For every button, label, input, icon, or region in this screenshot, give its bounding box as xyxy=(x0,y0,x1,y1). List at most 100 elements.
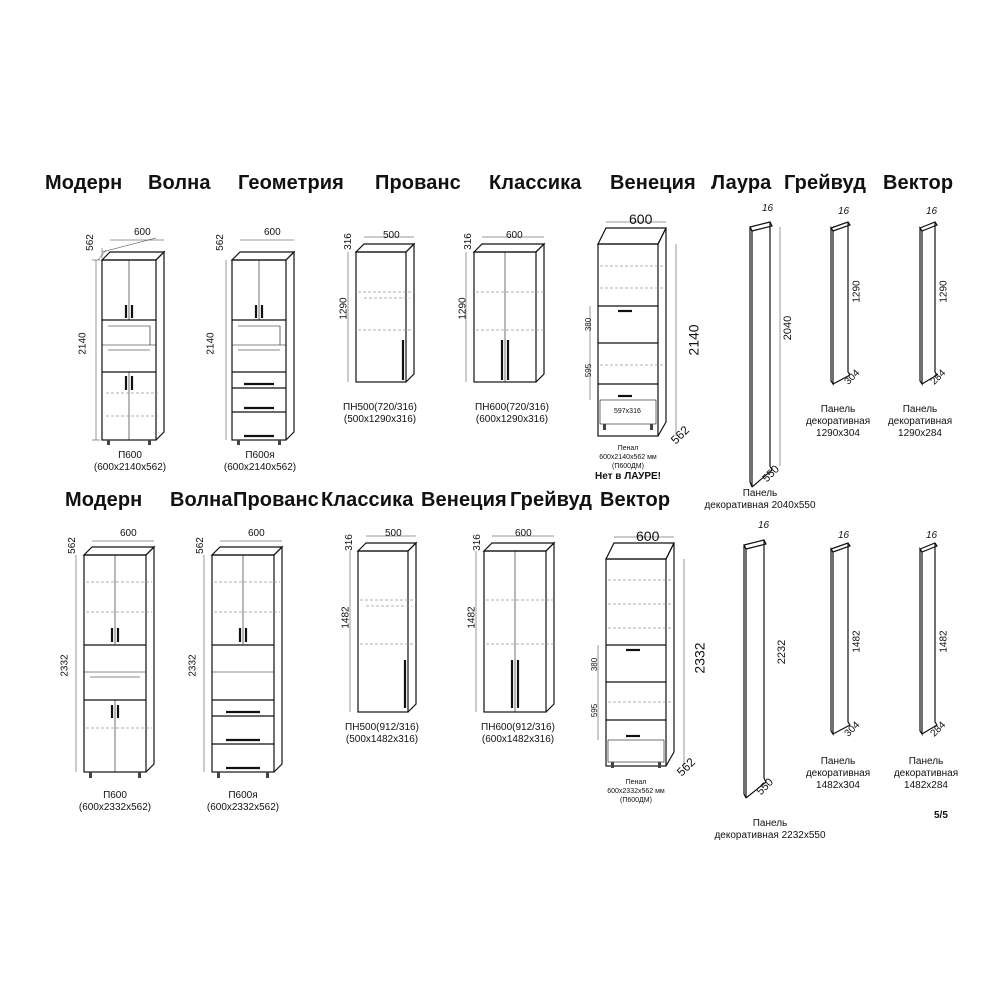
dim-bot-panel-a-h: 1482 xyxy=(851,630,863,653)
label-bot-p600ya: П600я (600х2332х562) xyxy=(198,790,288,814)
dim-bot-p600ya-w: 600 xyxy=(248,528,265,539)
dim-bot-p600-d: 562 xyxy=(66,537,78,554)
dim-bot-panel-tall-t: 16 xyxy=(758,520,770,531)
dim-bot-panel-a-t: 16 xyxy=(838,530,850,541)
bottom-header-modern: Модерн xyxy=(65,489,143,511)
dim-top-p600ya-h: 2140 xyxy=(205,332,217,355)
label-bot-pn600: ПН600(912/316) (600х1482х316) xyxy=(473,722,563,746)
panel-a-top xyxy=(830,221,851,386)
cabinet-pn600-top xyxy=(465,236,546,383)
dim-bot-p600ya-d: 562 xyxy=(194,537,206,554)
panel-a-bottom xyxy=(830,542,851,736)
label-top-p600ya-code: П600я xyxy=(245,450,275,461)
dim-top-penal-d595: 595 xyxy=(584,363,594,378)
dim-bot-panel-b-t: 16 xyxy=(926,530,938,541)
label-bot-penal: Пенал 600х2332х562 мм (П600ДМ) xyxy=(596,778,676,805)
dim-bot-p600ya-h: 2332 xyxy=(187,654,199,677)
dim-top-pn600-h: 1290 xyxy=(457,297,469,320)
dim-top-p600ya-w: 600 xyxy=(264,227,281,238)
dim-bot-pn500-w: 500 xyxy=(385,528,402,539)
label-bot-penal-l3: (П600ДМ) xyxy=(620,797,652,804)
cabinet-pn500-top xyxy=(347,236,416,383)
dim-top-p600-h: 2140 xyxy=(77,332,89,355)
dim-bot-pn600-d: 316 xyxy=(471,534,483,551)
label-top-penal-note: Нет в ЛАУРЕ! xyxy=(594,471,661,482)
dim-top-penal-d380: 380 xyxy=(584,317,594,332)
top-header-provence: Прованс xyxy=(375,172,461,194)
label-bot-p600-code: П600 xyxy=(103,790,127,801)
label-bot-panel-b-l3: 1482х284 xyxy=(904,780,948,791)
dim-bot-panel-tall-h: 2232 xyxy=(776,639,789,665)
dim-top-pn500-h: 1290 xyxy=(338,297,350,320)
penal-top xyxy=(589,221,677,437)
label-top-panel-a-l2: декоративная xyxy=(805,416,871,427)
dim-top-pn600-w: 600 xyxy=(506,230,523,241)
panel-tall-bottom xyxy=(743,539,767,799)
dim-top-panel-a-h: 1290 xyxy=(851,280,863,303)
label-top-panel-a-l1: Панель xyxy=(820,404,856,415)
dim-bot-penal-d380: 380 xyxy=(590,657,600,672)
label-top-panel-tall: Панель декоративная 2040х550 xyxy=(690,488,830,512)
label-bot-p600ya-size: (600х2332х562) xyxy=(206,802,280,813)
label-top-p600-code: П600 xyxy=(118,450,142,461)
cabinet-p600ya-bottom xyxy=(203,540,284,778)
label-bot-panel-tall-l2: декоративная 2232х550 xyxy=(714,830,826,841)
cabinet-pn600-bottom xyxy=(475,535,556,713)
top-header-laura: Лаура xyxy=(711,172,772,194)
label-bot-panel-b: Панель декоративная 1482х284 xyxy=(891,756,961,792)
top-header-modern: Модерн xyxy=(45,172,123,194)
bottom-header-greywood: Грейвуд xyxy=(510,489,593,511)
dim-top-panel-b-t: 16 xyxy=(926,206,938,217)
label-top-penal-l2: 600х2140х562 мм xyxy=(599,454,657,461)
label-top-p600: П600 (600х2140х562) xyxy=(85,450,175,474)
bottom-header-volna: Волна xyxy=(170,489,233,511)
label-bot-panel-a-l1: Панель xyxy=(820,756,856,767)
dim-bot-pn500-h: 1482 xyxy=(340,606,352,629)
label-bot-panel-a-l2: декоративная xyxy=(805,768,871,779)
label-top-penal-l3: (П600ДМ) xyxy=(612,463,644,470)
dim-bot-p600-w: 600 xyxy=(120,528,137,539)
dim-bot-pn600-h: 1482 xyxy=(466,606,478,629)
panel-tall-top xyxy=(749,221,781,488)
dim-bot-p600-h: 2332 xyxy=(59,654,71,677)
dim-top-panel-tall-t: 16 xyxy=(762,203,774,214)
label-bot-pn500: ПН500(912/316) (500х1482х316) xyxy=(337,722,427,746)
dim-top-pn600-d: 316 xyxy=(462,233,474,250)
dim-top-p600ya-d: 562 xyxy=(214,234,226,251)
dim-top-penal-inner: 597х316 xyxy=(614,408,641,415)
page-number: 5/5 xyxy=(934,810,948,821)
cabinet-p600-bottom xyxy=(75,540,156,778)
label-bot-p600-size: (600х2332х562) xyxy=(78,802,152,813)
dim-top-pn500-w: 500 xyxy=(383,230,400,241)
label-top-p600ya-size: (600х2140х562) xyxy=(223,462,297,473)
label-bot-panel-b-l1: Панель xyxy=(908,756,944,767)
bottom-header-vector: Вектор xyxy=(600,489,671,511)
label-top-p600ya: П600я (600х2140х562) xyxy=(215,450,305,474)
label-top-panel-b-l3: 1290х284 xyxy=(898,428,942,439)
label-top-panel-b-l2: декоративная xyxy=(887,416,953,427)
dim-bot-penal-w: 600 xyxy=(636,528,660,544)
label-bot-panel-a: Панель декоративная 1482х304 xyxy=(803,756,873,792)
label-top-panel-b: Панель декоративная 1290х284 xyxy=(885,404,955,440)
dim-top-panel-tall-h: 2040 xyxy=(782,315,795,341)
bottom-header-venice: Венеция xyxy=(421,489,507,511)
top-header-volna: Волна xyxy=(148,172,211,194)
panel-b-bottom xyxy=(919,542,938,736)
label-bot-p600ya-code: П600я xyxy=(228,790,258,801)
label-bot-penal-l1: Пенал xyxy=(625,779,647,786)
top-header-greywood: Грейвуд xyxy=(784,172,867,194)
label-top-p600-size: (600х2140х562) xyxy=(93,462,167,473)
label-bot-panel-a-l3: 1482х304 xyxy=(816,780,860,791)
label-top-pn600-size: (600х1290х316) xyxy=(475,414,549,425)
dim-top-penal-h: 2140 xyxy=(685,324,702,356)
bottom-header-provence: Прованс xyxy=(233,489,319,511)
label-bot-panel-tall: Панель декоративная 2232х550 xyxy=(692,818,848,842)
cabinet-p600ya-top xyxy=(225,239,296,445)
top-header-classic: Классика xyxy=(489,172,582,194)
label-bot-pn500-code: ПН500(912/316) xyxy=(345,722,419,733)
label-top-penal: Пенал 600х2140х562 мм (П600ДМ) Нет в ЛАУ… xyxy=(588,444,668,483)
cabinet-p600-top xyxy=(92,237,166,445)
label-top-pn600: ПН600(720/316) (600х1290х316) xyxy=(467,402,557,426)
dim-top-penal-w: 600 xyxy=(629,211,653,227)
